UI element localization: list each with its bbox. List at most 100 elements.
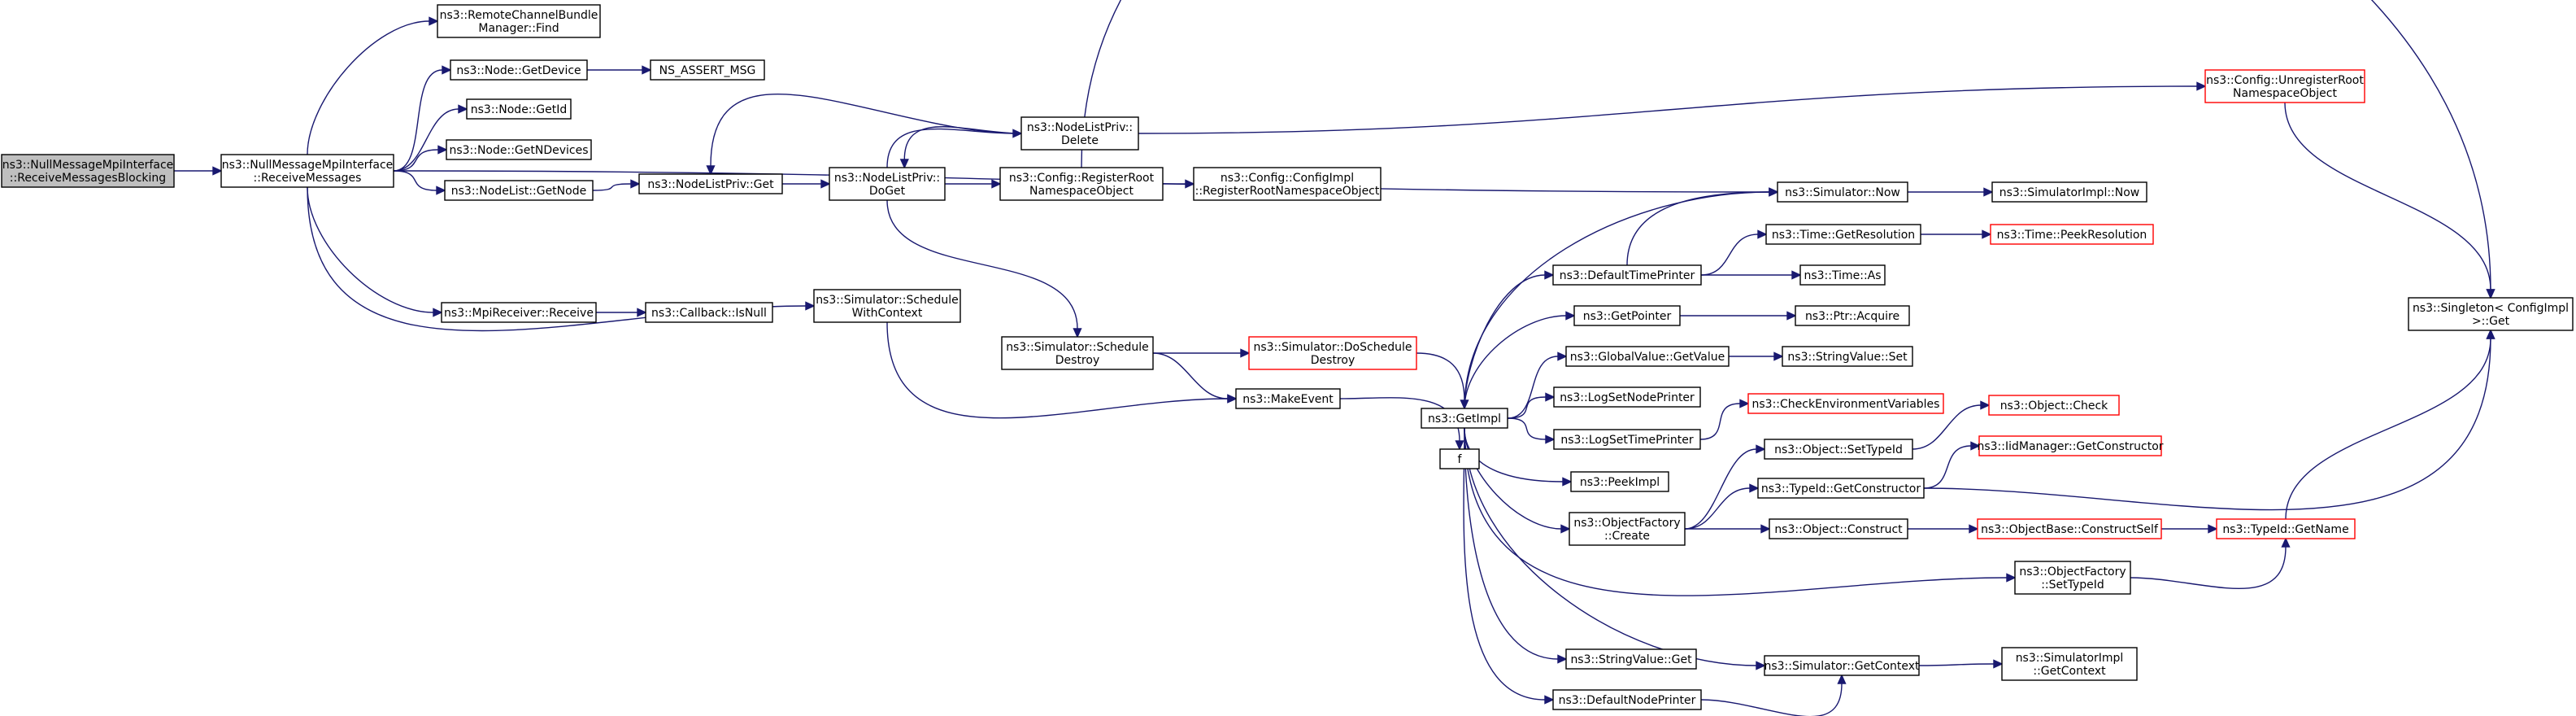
node-label: ::GetContext [2033,665,2106,678]
node-nlp-delete[interactable]: ns3::NodeListPriv::Delete [1020,116,1139,151]
edge-time_getresolution-to-time_peekresolution [1921,229,1992,239]
node-nodelist-getnode[interactable]: ns3::NodeList::GetNode [444,180,594,201]
edge-sim_getcontext-to-simimpl_getcontext [1918,659,2004,669]
node-getimpl[interactable]: ns3::GetImpl [1421,408,1508,429]
node-node-getid[interactable]: ns3::Node::GetId [466,98,572,120]
node-iidmanager-getctor[interactable]: ns3::IidManager::GetConstructor [1977,435,2164,456]
edge-line [307,186,434,313]
node-time-peekresolution[interactable]: ns3::Time::PeekResolution [1990,224,2154,245]
edge-getimpl-to-defaultnodeprinter [1463,427,1555,705]
edge-line [886,199,1078,330]
node-nlp-get[interactable]: ns3::NodeListPriv::Get [638,173,783,194]
node-box [1020,116,1139,151]
node-sim-now[interactable]: ns3::Simulator::Now [1777,181,1908,203]
node-receive[interactable]: ns3::NullMessageMpiInterface::ReceiveMes… [220,154,394,188]
node-box [1421,408,1508,429]
edge-line [393,108,459,172]
node-ptr-acquire[interactable]: ns3::Ptr::Acquire [1795,305,1910,326]
node-cfgimpl-register[interactable]: ns3::Config::ConfigImpl::RegisterRootNam… [1193,167,1382,201]
node-box [1193,167,1382,201]
edge-defaultnodeprinter-to-sim_getcontext [1700,674,1847,716]
edge-objectfactory_create-to-typeid_getctor [1684,483,1760,530]
node-globalvalue-getvalue[interactable]: ns3::GlobalValue::GetValue [1565,346,1730,367]
node-simimpl-getcontext[interactable]: ns3::SimulatorImpl::GetContext [2001,647,2138,681]
edge-objectfactory_create-to-object_settypeid [1684,444,1766,530]
node-peekimpl[interactable]: ns3::PeekImpl [1570,471,1669,492]
edge-line [393,170,437,191]
node-box [2001,647,2138,681]
node-simimpl-now[interactable]: ns3::SimulatorImpl::Now [1991,181,2147,203]
node-objectbase-constructself[interactable]: ns3::ObjectBase::ConstructSelf [1977,518,2162,539]
edge-arrowhead [2281,537,2291,548]
edge-getimpl-to-objectfactory_settypeid [1464,427,2017,596]
edge-mpi_receive-to-callback_isnull [595,308,647,317]
node-node-getndevices[interactable]: ns3::Node::GetNDevices [446,139,592,160]
node-checkenv[interactable]: ns3::CheckEnvironmentVariables [1747,393,1944,414]
node-box [2408,297,2574,331]
edge-arrowhead [433,308,443,317]
node-label: ns3::GetPointer [1583,310,1672,323]
node-node-getdevice[interactable]: ns3::Node::GetDevice [450,59,588,81]
node-sim-getcontext[interactable]: ns3::Simulator::GetContext [1764,655,1920,676]
node-f[interactable]: f [1439,448,1480,469]
node-root[interactable]: ns3::NullMessageMpiInterface::ReceiveMes… [1,154,175,188]
edge-getimpl-to-sim_getcontext [1464,427,1766,670]
edge-line [903,126,1022,160]
edge-getimpl-to-stringvalue_get [1464,427,1568,664]
node-label: ns3::Singleton< ConfigImpl [2413,302,2569,315]
node-cfg-register[interactable]: ns3::Config::RegisterRootNamespaceObject [999,167,1164,201]
node-logsetnodeprinter[interactable]: ns3::LogSetNodePrinter [1553,386,1701,408]
edge-line [2285,338,2491,520]
node-typeid-getname[interactable]: ns3::TypeId::GetName [2216,518,2356,539]
node-box [999,167,1164,201]
edge-root-to-receive [173,166,223,176]
node-singleton-get[interactable]: ns3::Singleton< ConfigImpl >::Get [2408,297,2574,331]
node-label: ns3::Time::GetResolution [1772,229,1915,242]
node-box [1248,336,1417,370]
node-objectfactory-settypeid[interactable]: ns3::ObjectFactory::SetTypeId [2014,561,2131,595]
node-box [437,4,601,38]
node-label: ns3::LogSetNodePrinter [1560,391,1695,404]
edge-line [1912,404,1982,450]
edge-line [393,149,439,172]
edge-arrowhead [1557,654,1568,664]
edge-typeid_getctor-to-iidmanager_getctor [1923,441,1981,489]
node-object-construct[interactable]: ns3::Object::Construct [1769,518,1908,539]
edge-line [1507,396,1547,419]
edge-line [592,183,632,191]
node-getpointer[interactable]: ns3::GetPointer [1573,305,1681,326]
node-cfg-unregister[interactable]: ns3::Config::UnregisterRootNamespaceObje… [2204,69,2365,103]
node-label: ns3::NodeListPriv:: [834,172,940,185]
edge-arrowhead [1786,311,1797,321]
node-object-settypeid[interactable]: ns3::Object::SetTypeId [1764,439,1913,460]
node-time-as[interactable]: ns3::Time::As [1799,264,1886,286]
node-object-check[interactable]: ns3::Object::Check [1988,395,2120,416]
node-stringvalue-set[interactable]: ns3::StringValue::Set [1782,346,1913,367]
node-box [1977,518,2162,539]
node-stringvalue-get[interactable]: ns3::StringValue::Get [1565,648,1697,670]
node-label: ns3::Node::GetDevice [456,64,581,77]
node-time-getresolution[interactable]: ns3::Time::GetResolution [1765,224,1921,245]
node-makeevent[interactable]: ns3::MakeEvent [1235,388,1341,409]
node-mpi-receive[interactable]: ns3::MpiReceiver::Receive [441,302,597,323]
node-objectfactory-create[interactable]: ns3::ObjectFactory::Create [1569,512,1686,546]
node-label: f [1458,453,1463,466]
node-nlp-doget[interactable]: ns3::NodeListPriv::DoGet [829,167,946,201]
node-label: Delete [1061,134,1099,147]
node-logsettimeprinter[interactable]: ns3::LogSetTimePrinter [1553,429,1701,450]
node-typeid-getctor[interactable]: ns3::TypeId::GetConstructor [1757,478,1925,499]
node-box [1795,305,1910,326]
node-defaulttimeprinter[interactable]: ns3::DefaultTimePrinter [1552,264,1702,286]
node-box [1553,386,1701,408]
node-defaultnodeprinter[interactable]: ns3::DefaultNodePrinter [1552,689,1702,710]
node-ns-assert[interactable]: NS_ASSERT_MSG [650,59,765,81]
edge-arrowhead [1739,399,1750,408]
edge-line [1700,234,1759,276]
node-box [1569,512,1686,546]
node-callback-isnull[interactable]: ns3::Callback::IsNull [645,302,773,323]
node-label: ns3::StringValue::Get [1570,653,1692,666]
